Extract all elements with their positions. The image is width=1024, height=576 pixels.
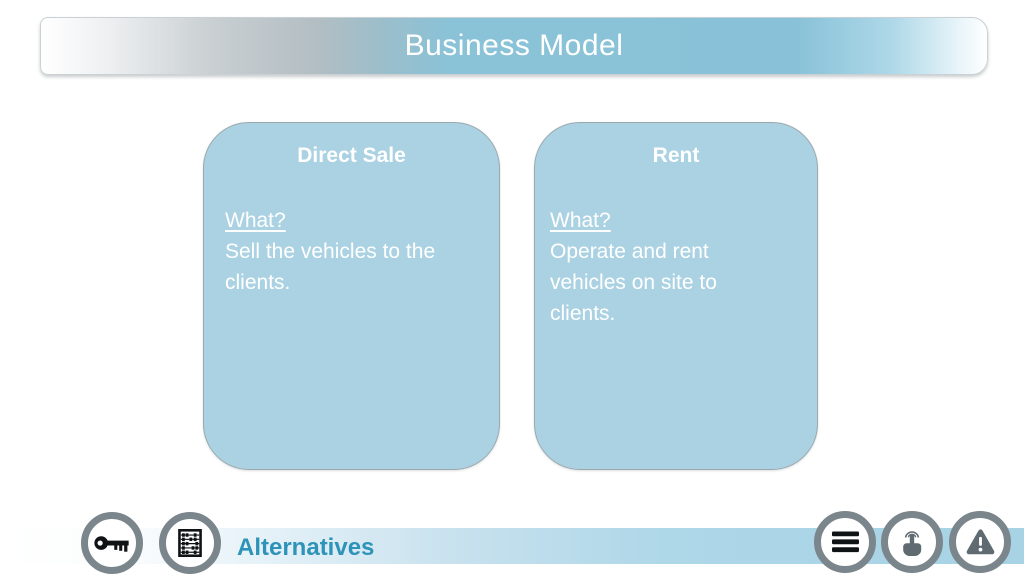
abacus-button[interactable] bbox=[159, 512, 221, 574]
card-title: Direct Sale bbox=[297, 144, 406, 167]
tap-icon bbox=[899, 528, 925, 557]
card-text: Sell the vehicles to the clients. bbox=[225, 240, 436, 294]
card-body: What? Operate and rent vehicles on site … bbox=[550, 205, 817, 329]
key-icon bbox=[94, 533, 130, 554]
card-title: Rent bbox=[652, 144, 700, 167]
key-button[interactable] bbox=[81, 512, 143, 574]
warning-icon bbox=[965, 528, 996, 556]
card-rent: Rent What? Operate and rent vehicles on … bbox=[534, 122, 818, 470]
card-direct-sale: Direct Sale What? Sell the vehicles to t… bbox=[203, 122, 500, 470]
slide-title: Business Model bbox=[404, 29, 624, 62]
abacus-icon bbox=[178, 529, 202, 557]
menu-icon bbox=[831, 531, 859, 553]
menu-button[interactable] bbox=[814, 511, 876, 573]
tap-button[interactable] bbox=[881, 511, 943, 573]
card-question: What? bbox=[550, 209, 611, 232]
warning-button[interactable] bbox=[949, 511, 1011, 573]
card-question: What? bbox=[225, 209, 286, 232]
card-text: Operate and rent vehicles on site to cli… bbox=[550, 240, 717, 325]
card-body: What? Sell the vehicles to the clients. bbox=[225, 205, 499, 298]
title-banner: Business Model bbox=[40, 17, 988, 75]
footer-section-label: Alternatives bbox=[237, 534, 375, 561]
